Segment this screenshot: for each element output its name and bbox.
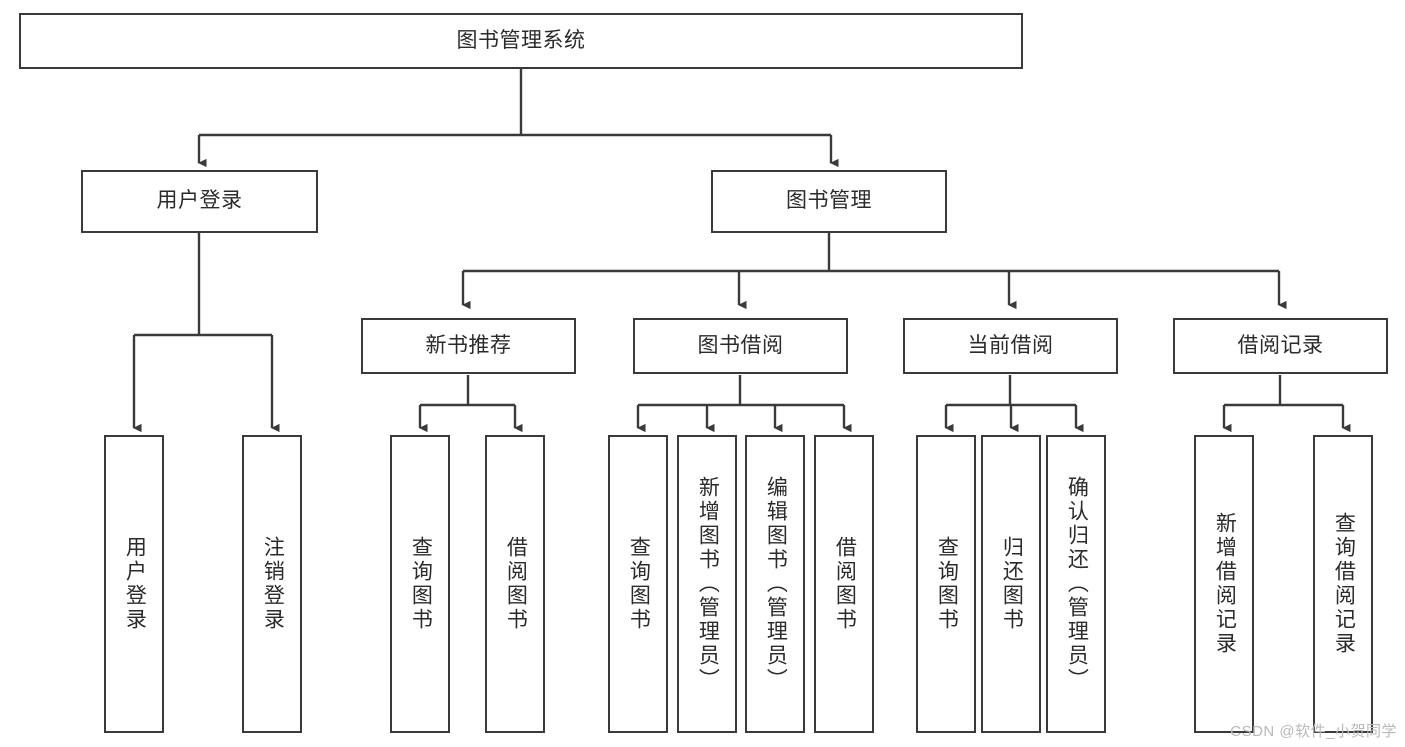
csdn-watermark: CSDN @软件_小贺同学 — [1230, 723, 1397, 740]
leaf-recommend-borrow-book[interactable]: 借阅图书 — [485, 435, 545, 733]
node-new-book-recommend-label: 新书推荐 — [425, 333, 512, 357]
leaf-label: 查询借阅记录 — [1332, 512, 1356, 656]
leaf-label: 查询图书 — [935, 536, 959, 632]
leaf-current-confirm-return-admin[interactable]: 确认归还（管理员） — [1046, 435, 1106, 733]
leaf-borrow-borrow-book[interactable]: 借阅图书 — [814, 435, 874, 733]
leaf-record-query-record[interactable]: 查询借阅记录 — [1313, 435, 1373, 733]
leaf-user-login-signin[interactable]: 用户登录 — [104, 435, 164, 733]
node-root[interactable]: 图书管理系统 — [19, 13, 1023, 69]
leaf-recommend-query-book[interactable]: 查询图书 — [390, 435, 450, 733]
leaf-label: 借阅图书 — [833, 536, 857, 632]
node-root-label: 图书管理系统 — [456, 28, 586, 52]
leaf-borrow-edit-book-admin[interactable]: 编辑图书（管理员） — [745, 435, 805, 733]
node-current-borrow[interactable]: 当前借阅 — [903, 318, 1118, 374]
leaf-label: 确认归还（管理员） — [1065, 476, 1089, 692]
node-book-management-label: 图书管理 — [786, 189, 872, 213]
leaf-label: 新增图书（管理员） — [696, 476, 720, 692]
node-new-book-recommend[interactable]: 新书推荐 — [361, 318, 576, 374]
leaf-label: 编辑图书（管理员） — [764, 476, 788, 692]
node-book-borrow[interactable]: 图书借阅 — [633, 318, 848, 374]
node-borrow-record-label: 借阅记录 — [1237, 333, 1324, 357]
leaf-label: 用户登录 — [123, 536, 147, 632]
node-user-login[interactable]: 用户登录 — [81, 170, 318, 233]
node-borrow-record[interactable]: 借阅记录 — [1173, 318, 1388, 374]
leaf-current-return-book[interactable]: 归还图书 — [981, 435, 1041, 733]
leaf-borrow-query-book[interactable]: 查询图书 — [608, 435, 668, 733]
node-book-management[interactable]: 图书管理 — [711, 170, 947, 233]
leaf-borrow-add-book-admin[interactable]: 新增图书（管理员） — [677, 435, 737, 733]
node-book-borrow-label: 图书借阅 — [697, 333, 784, 357]
node-current-borrow-label: 当前借阅 — [967, 333, 1054, 357]
node-user-login-label: 用户登录 — [156, 189, 243, 213]
leaf-label: 借阅图书 — [504, 536, 528, 632]
leaf-user-login-signout[interactable]: 注销登录 — [242, 435, 302, 733]
leaf-label: 查询图书 — [409, 536, 433, 632]
leaf-label: 注销登录 — [261, 536, 285, 632]
leaf-label: 归还图书 — [1000, 536, 1024, 632]
leaf-label: 查询图书 — [627, 536, 651, 632]
leaf-label: 新增借阅记录 — [1213, 512, 1237, 656]
leaf-current-query-book[interactable]: 查询图书 — [916, 435, 976, 733]
leaf-record-add-record[interactable]: 新增借阅记录 — [1194, 435, 1254, 733]
